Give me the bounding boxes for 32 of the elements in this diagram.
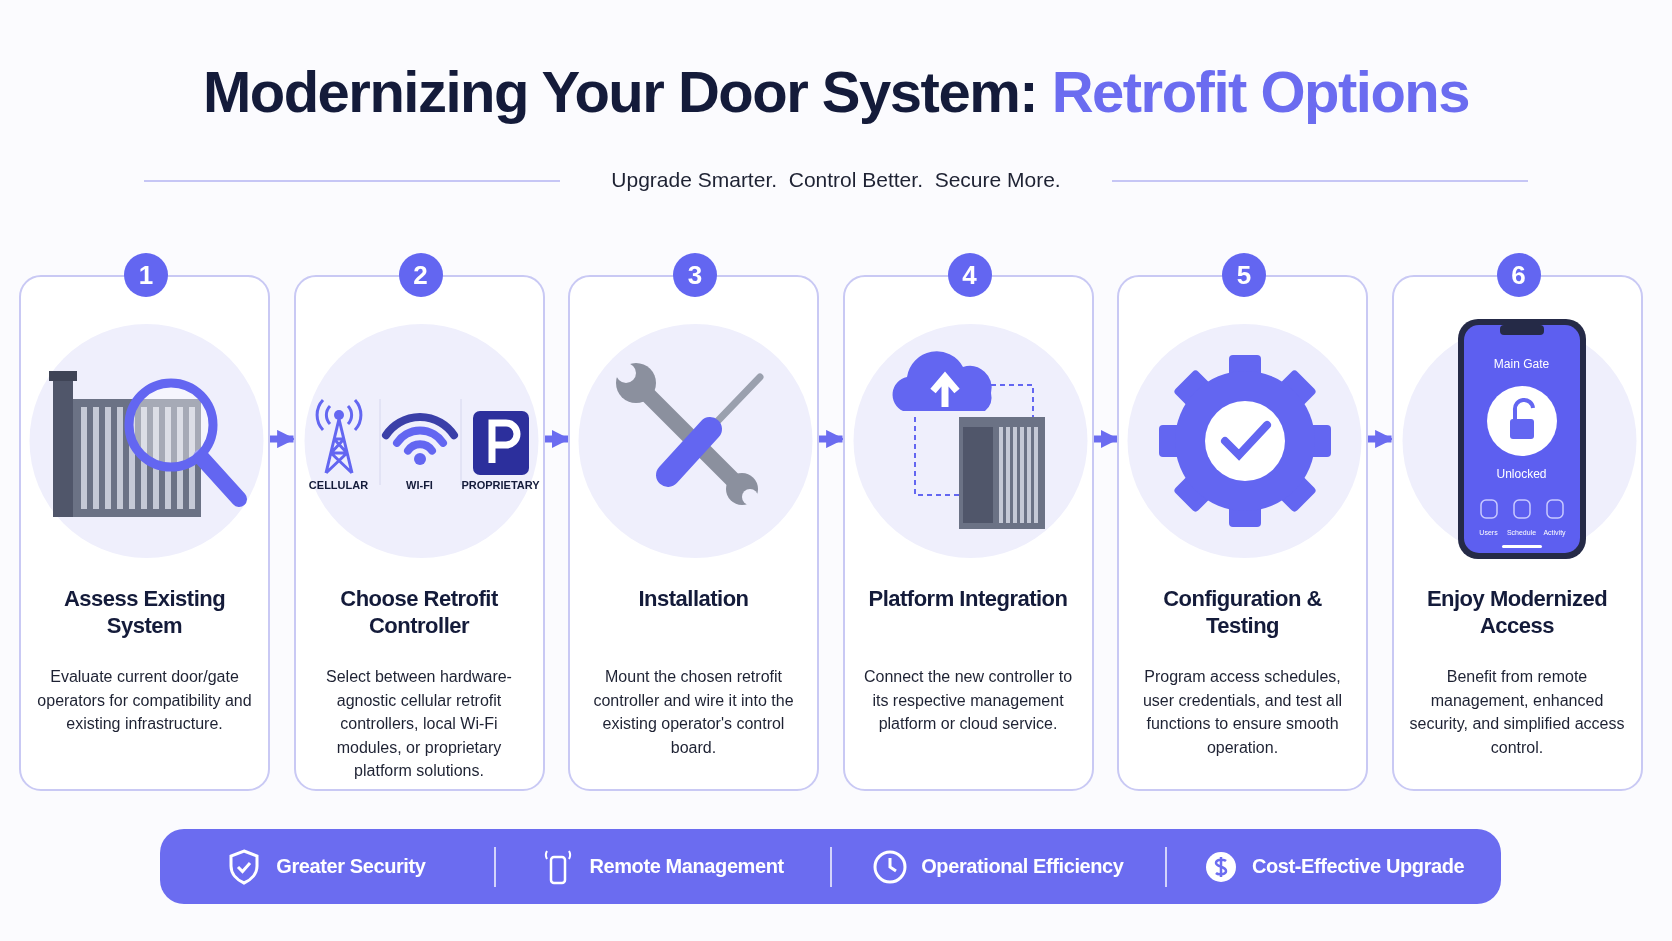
- step-heading: Choose Retrofit Controller: [339, 585, 499, 639]
- status-text: Unlocked: [1496, 467, 1547, 481]
- step-number: 4: [947, 253, 992, 297]
- benefits-bar: [160, 829, 1501, 904]
- step-number: 6: [1496, 253, 1541, 297]
- step-heading: Configuration & Testing: [1162, 585, 1323, 639]
- step-number: 2: [398, 253, 443, 297]
- step-heading: Installation: [637, 585, 750, 612]
- step-number: 1: [124, 253, 168, 297]
- icon-caption: WI-FI: [406, 479, 433, 491]
- subtitle: Upgrade Smarter. Control Better. Secure More.: [611, 168, 1061, 192]
- step-description: Program access schedules, user credentials, and test all functions to ensure smooth operation.: [1141, 667, 1344, 758]
- benefit-text: Remote Management: [589, 855, 784, 878]
- screen-title: Main Gate: [1493, 357, 1550, 371]
- icon-caption: CELLULAR: [308, 479, 369, 491]
- benefit-text: Cost-Effective Upgrade: [1251, 855, 1465, 878]
- step-description: Mount the chosen retrofit controller and wire it into the existing operator's control board.: [592, 667, 795, 758]
- step-description: Select between hardware-agnostic cellular retrofit controllers, local Wi-Fi modules, or proprietary platform solutions.: [325, 667, 513, 781]
- arrow: [544, 429, 570, 449]
- arrow: [1093, 429, 1119, 449]
- step-description: Benefit from remote management, enhanced security, and simplified access control.: [1409, 667, 1625, 758]
- step-number: 3: [673, 253, 717, 297]
- step-heading: Assess Existing System: [62, 585, 227, 639]
- benefit-text: Operational Efficiency: [921, 855, 1124, 878]
- step-number: 5: [1222, 253, 1266, 297]
- benefit-text: Greater Security: [276, 855, 426, 878]
- icon-caption: PROPRIETARY: [461, 479, 540, 491]
- step-heading: Platform Integration: [867, 585, 1069, 612]
- title: Modernizing Your Door System: Retrofit Options: [201, 58, 1471, 125]
- step-description: Evaluate current door/gate operators for compatibility and existing infrastructure.: [37, 667, 252, 734]
- step-heading: Enjoy Modernized Access: [1425, 585, 1609, 639]
- step-description: Connect the new controller to its respective management platform or cloud service.: [862, 667, 1074, 734]
